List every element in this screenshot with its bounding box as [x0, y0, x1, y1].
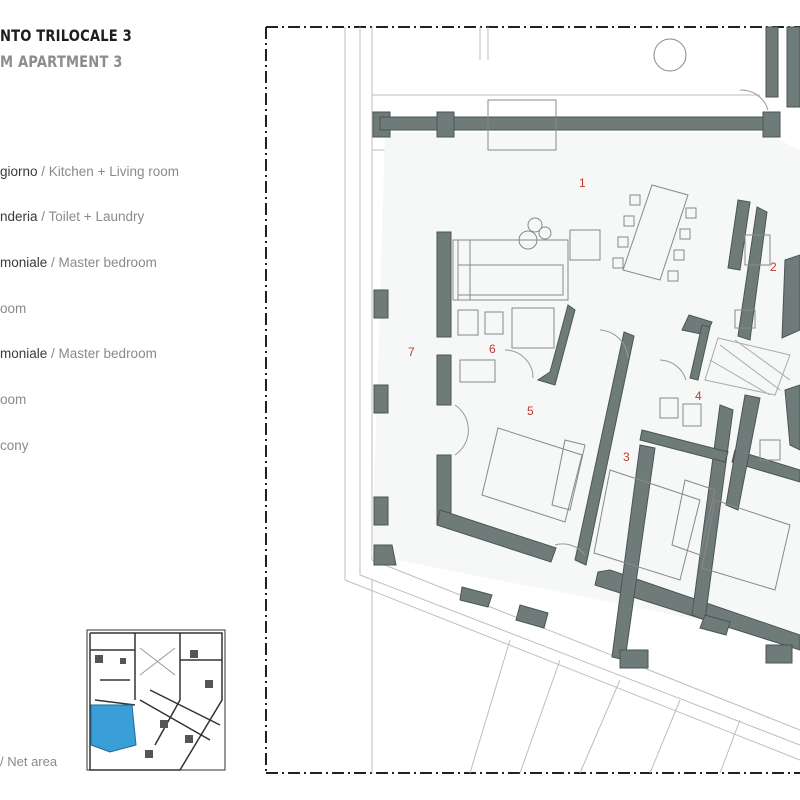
stair-core [704, 337, 791, 396]
legend-item-2: nderia / Toilet + Laundry [0, 209, 145, 224]
room-number-4: 4 [695, 389, 702, 403]
beds [481, 427, 791, 591]
kitchen-counter [452, 229, 601, 301]
room-number-7: 7 [408, 345, 415, 359]
room-number-1: 1 [579, 176, 586, 190]
side-tables [487, 38, 687, 250]
dining-table [612, 184, 697, 282]
room-number-3: 3 [623, 450, 630, 464]
plan-subtitle: M APARTMENT 3 [0, 52, 123, 71]
legend-item-7: cony [0, 438, 29, 453]
legend-item-6: oom [0, 392, 27, 407]
outer-structure-lines [344, 27, 800, 774]
net-area-label: / Net area [0, 754, 58, 769]
plan-title: NTO TRILOCALE 3 [0, 26, 132, 45]
room-number-2: 2 [770, 260, 777, 274]
legend-item-1: giorno / Kitchen + Living room [0, 164, 179, 179]
room-number-6: 6 [489, 342, 496, 356]
legend-item-5: moniale / Master bedroom [0, 346, 157, 361]
key-plan-highlight [90, 704, 137, 753]
door-swings [454, 89, 769, 556]
plan-boundary [265, 26, 800, 774]
bathroom-fixtures [457, 234, 781, 461]
legend-item-4: oom [0, 301, 27, 316]
walls [372, 26, 800, 669]
legend-item-3: moniale / Master bedroom [0, 255, 157, 270]
key-plan [86, 629, 226, 771]
room-number-5: 5 [527, 404, 534, 418]
